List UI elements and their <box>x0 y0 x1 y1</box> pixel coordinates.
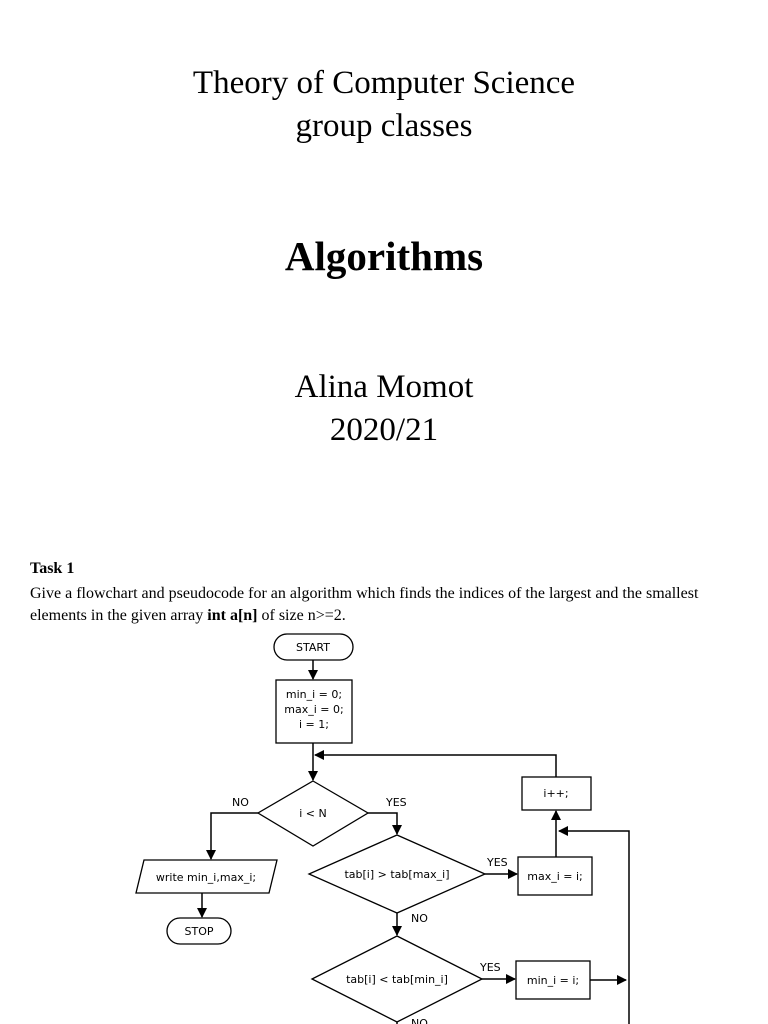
min-no-label: NO <box>411 1017 428 1024</box>
loop-condition <box>256 780 370 847</box>
author-name: Alina Momot <box>294 369 474 405</box>
assign-max-label: max_i = i; <box>527 870 583 883</box>
max-no-label: NO <box>411 912 428 925</box>
loop-condition-label: i < N <box>299 807 327 820</box>
init-line-2: max_i = 0; <box>284 703 343 716</box>
page-title: Algorithms <box>284 233 484 279</box>
arrow-loop-yes <box>368 812 402 835</box>
loop-yes-label: YES <box>385 796 407 809</box>
max-condition-label: tab[i] > tab[max_i] <box>344 868 449 881</box>
task-text-after: of size n>=2. <box>257 607 346 624</box>
task-text-before: Give a flowchart and pseudocode for an a… <box>30 585 699 624</box>
output-io <box>135 859 278 894</box>
start-label: START <box>296 641 330 654</box>
max-yes-label: YES <box>486 856 508 869</box>
course-line-1: Theory of Computer Science <box>192 65 576 101</box>
assign-min-process <box>515 960 591 1000</box>
task-code: int a[n] <box>207 607 258 624</box>
stop-label: STOP <box>185 925 214 938</box>
author-block: Alina Momot 2020/21 <box>0 366 768 452</box>
academic-year: 2020/21 <box>329 412 439 448</box>
init-line-1: min_i = 0; <box>286 688 342 701</box>
assign-min-label: min_i = i; <box>527 974 579 987</box>
stop-terminal <box>166 917 232 945</box>
arrow-return-to-increment <box>558 826 630 1024</box>
init-line-3: i = 1; <box>299 718 329 731</box>
min-condition-label: tab[i] < tab[min_i] <box>346 973 448 986</box>
increment-label: i++; <box>543 787 568 800</box>
min-yes-label: YES <box>479 961 501 974</box>
init-process <box>275 679 353 744</box>
course-line-2: group classes <box>295 108 473 144</box>
output-label: write min_i,max_i; <box>156 871 256 884</box>
task-description: Give a flowchart and pseudocode for an a… <box>30 583 745 627</box>
task-heading: Task 1 <box>30 560 75 577</box>
assign-max-process <box>517 856 593 896</box>
arrow-loop-no <box>206 812 258 860</box>
course-title: Theory of Computer Science group classes <box>0 62 768 148</box>
loop-no-label: NO <box>232 796 249 809</box>
arrow-increment-to-loop <box>314 750 557 777</box>
